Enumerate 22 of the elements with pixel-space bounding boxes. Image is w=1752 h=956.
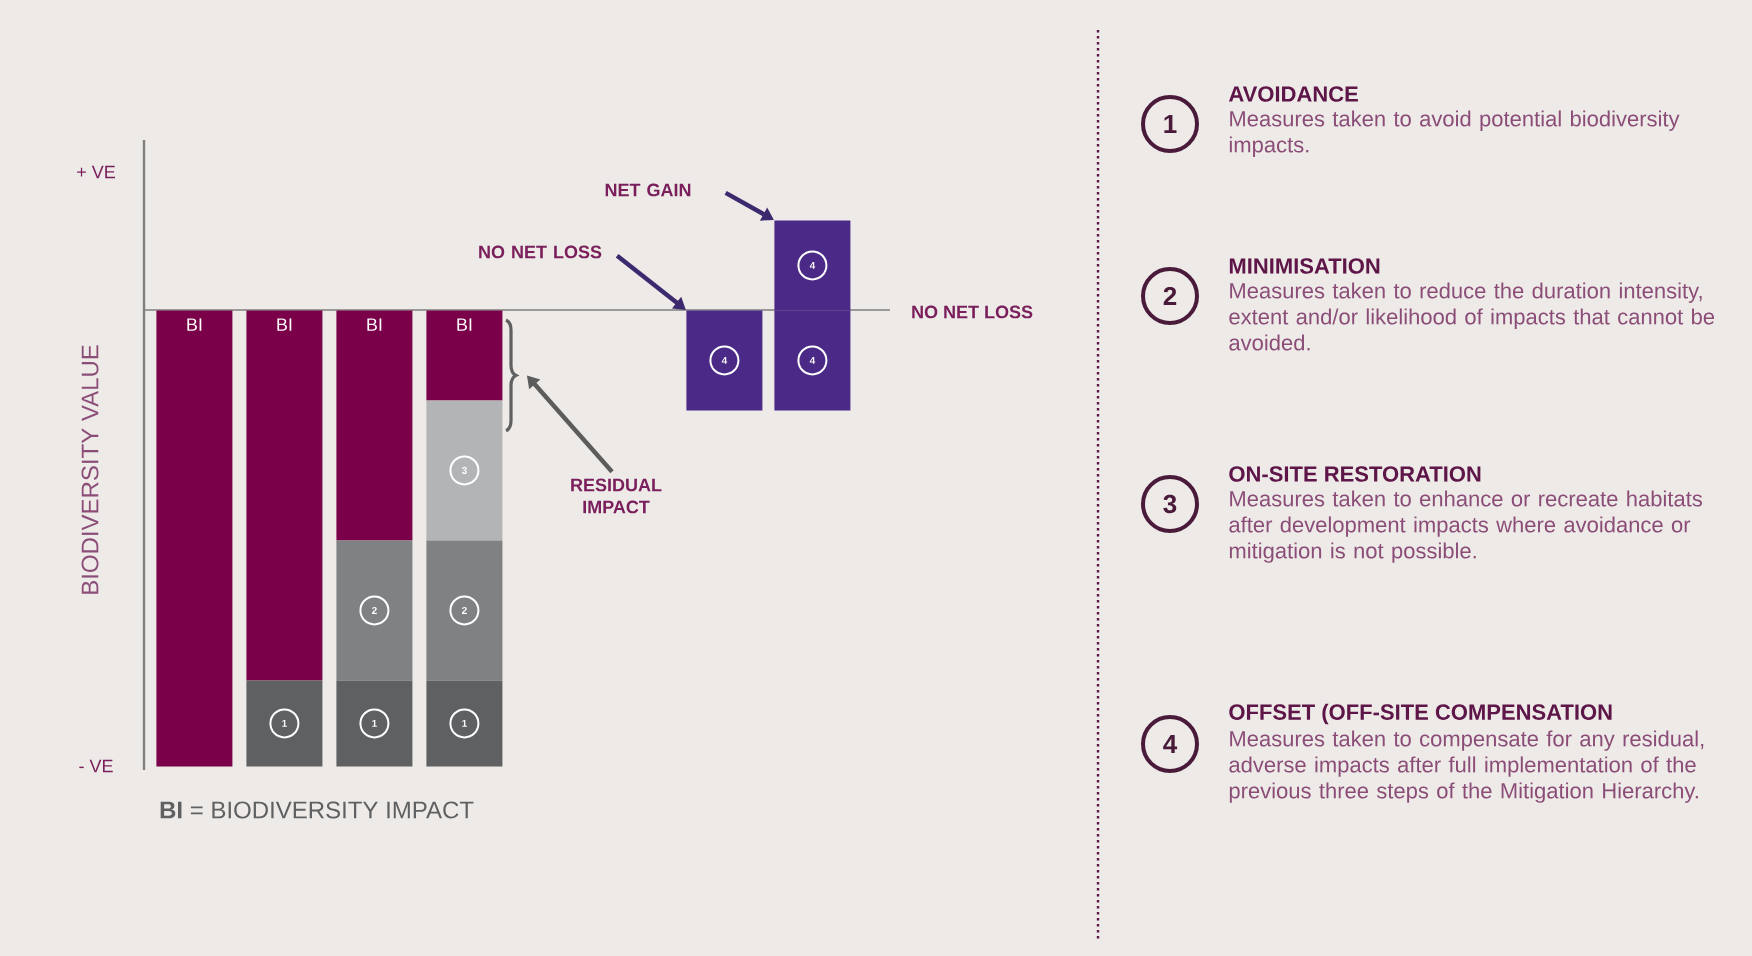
- bar-segment: BI: [336, 310, 413, 541]
- arrow: [615, 253, 686, 310]
- bar-segment: BI: [426, 310, 503, 401]
- step-description: Measures taken to compensate for any residual, adverse impacts after full implementation of the previous three steps of the Mitigation Hierarchy.: [1229, 730, 1704, 803]
- callout-text: RESIDUAL IMPACT: [571, 478, 662, 514]
- brace: [505, 318, 518, 433]
- step-heading: OFFSET (OFF-SITE COMPENSATION: [1229, 703, 1612, 725]
- key-text: BI = BIODIVERSITY IMPACT: [160, 801, 474, 819]
- bar-segment: BI: [246, 310, 323, 681]
- step-heading: AVOIDANCE: [1228, 86, 1358, 102]
- step-heading: ON-SITE RESTORATION: [1229, 466, 1481, 482]
- callout-text: NO NET LOSS: [479, 245, 602, 259]
- step-description: Measures taken to reduce the duration intensity, extent and/or likelihood of impacts that cannot be avoided.: [1229, 282, 1715, 351]
- step-description: Measures taken to avoid potential biodiversity impacts.: [1229, 110, 1680, 157]
- callout-text: NET GAIN: [605, 183, 691, 197]
- step-description: Measures taken to enhance or recreate habitats after development impacts where avoidance or mitigation is not possible.: [1229, 490, 1702, 563]
- axis-label: - VE: [79, 759, 113, 773]
- axis-label: + VE: [77, 165, 115, 179]
- line-label: NO NET LOSS: [912, 305, 1033, 319]
- step-heading: MINIMISATION: [1229, 258, 1380, 274]
- bar-segment: BI: [156, 310, 233, 767]
- axis-title: BIODIVERSITY VALUE: [81, 345, 99, 594]
